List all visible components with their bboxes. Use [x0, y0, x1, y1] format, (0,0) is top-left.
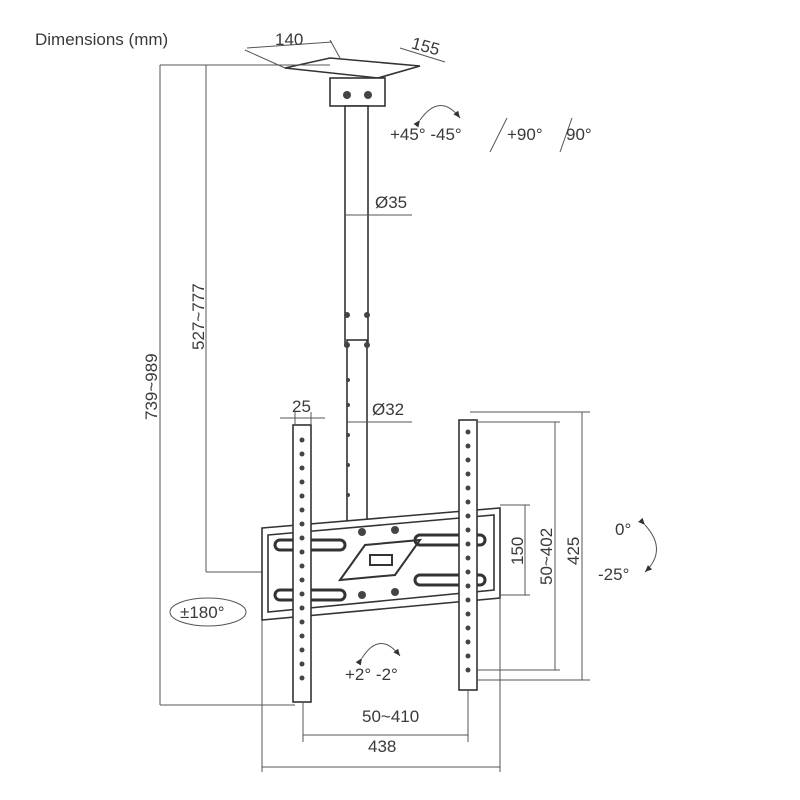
- rail-hole: [465, 611, 471, 617]
- rail-hole: [465, 667, 471, 673]
- rail-hole: [299, 619, 305, 625]
- rail-hole: [299, 605, 305, 611]
- rail-hole: [299, 521, 305, 527]
- rail-hole: [465, 485, 471, 491]
- rail-hole: [299, 633, 305, 639]
- rail-hole: [465, 583, 471, 589]
- rail-hole: [299, 661, 305, 667]
- rail-hole: [465, 499, 471, 505]
- rail-hole: [299, 675, 305, 681]
- level-label: +2° -2°: [345, 665, 398, 684]
- swivel-label: +45° -45°: [390, 125, 462, 144]
- rail-hole: [299, 563, 305, 569]
- lower-tube: [346, 339, 368, 526]
- tilt-bottom-label: -25°: [598, 565, 629, 584]
- swivel-180-label: ±180°: [180, 603, 225, 622]
- rail-hole: [465, 513, 471, 519]
- plate-width-label: 140: [275, 30, 303, 49]
- rail-hole: [299, 647, 305, 653]
- swivel-180-icon: [169, 597, 247, 627]
- rail-hole: [299, 465, 305, 471]
- rail-hole: [465, 555, 471, 561]
- rail-hole: [465, 443, 471, 449]
- plate-height-label: 150: [508, 537, 527, 565]
- rail-hole: [299, 479, 305, 485]
- rail-hole: [465, 429, 471, 435]
- rail-hole: [299, 535, 305, 541]
- rotate-a-label: +90°: [507, 125, 543, 144]
- rail-hole: [465, 541, 471, 547]
- rail-hole: [465, 639, 471, 645]
- rail-hole: [465, 569, 471, 575]
- upper-tube: [344, 105, 369, 347]
- rail-hole: [299, 451, 305, 457]
- lower-tube-diameter: Ø32: [372, 400, 404, 419]
- swivel-arrow-icon: [413, 105, 461, 128]
- rail-width-label: 25: [292, 397, 311, 416]
- vesa-horizontal-label: 50~410: [362, 707, 419, 726]
- upper-tube-diameter: Ø35: [375, 193, 407, 212]
- tilt-top-label: 0°: [615, 520, 631, 539]
- rotate-b-label: 90°: [566, 125, 592, 144]
- rail-hole: [299, 507, 305, 513]
- tilt-arrow-icon: [638, 517, 657, 573]
- rail-hole: [299, 591, 305, 597]
- rail-hole: [465, 457, 471, 463]
- rail-hole: [299, 577, 305, 583]
- rail-hole: [465, 527, 471, 533]
- ceiling-plate: 140 155: [244, 30, 446, 107]
- rail-hole: [299, 549, 305, 555]
- diagram-title: Dimensions (mm): [35, 30, 168, 49]
- vesa-vertical-label: 50~402: [537, 528, 556, 585]
- total-range-label: 739~989: [142, 353, 161, 420]
- rail-hole: [465, 625, 471, 631]
- rail-hole: [465, 471, 471, 477]
- rail-hole: [465, 597, 471, 603]
- rail-height-label: 425: [564, 537, 583, 565]
- plate-width-label: 438: [368, 737, 396, 756]
- rail-hole: [299, 493, 305, 499]
- horizontal-plate: [261, 507, 501, 621]
- plate-depth-label: 155: [409, 34, 441, 60]
- level-arrow-icon: [355, 643, 401, 666]
- rail-hole: [299, 437, 305, 443]
- drop-range-label: 527~777: [189, 283, 208, 350]
- rail-hole: [465, 653, 471, 659]
